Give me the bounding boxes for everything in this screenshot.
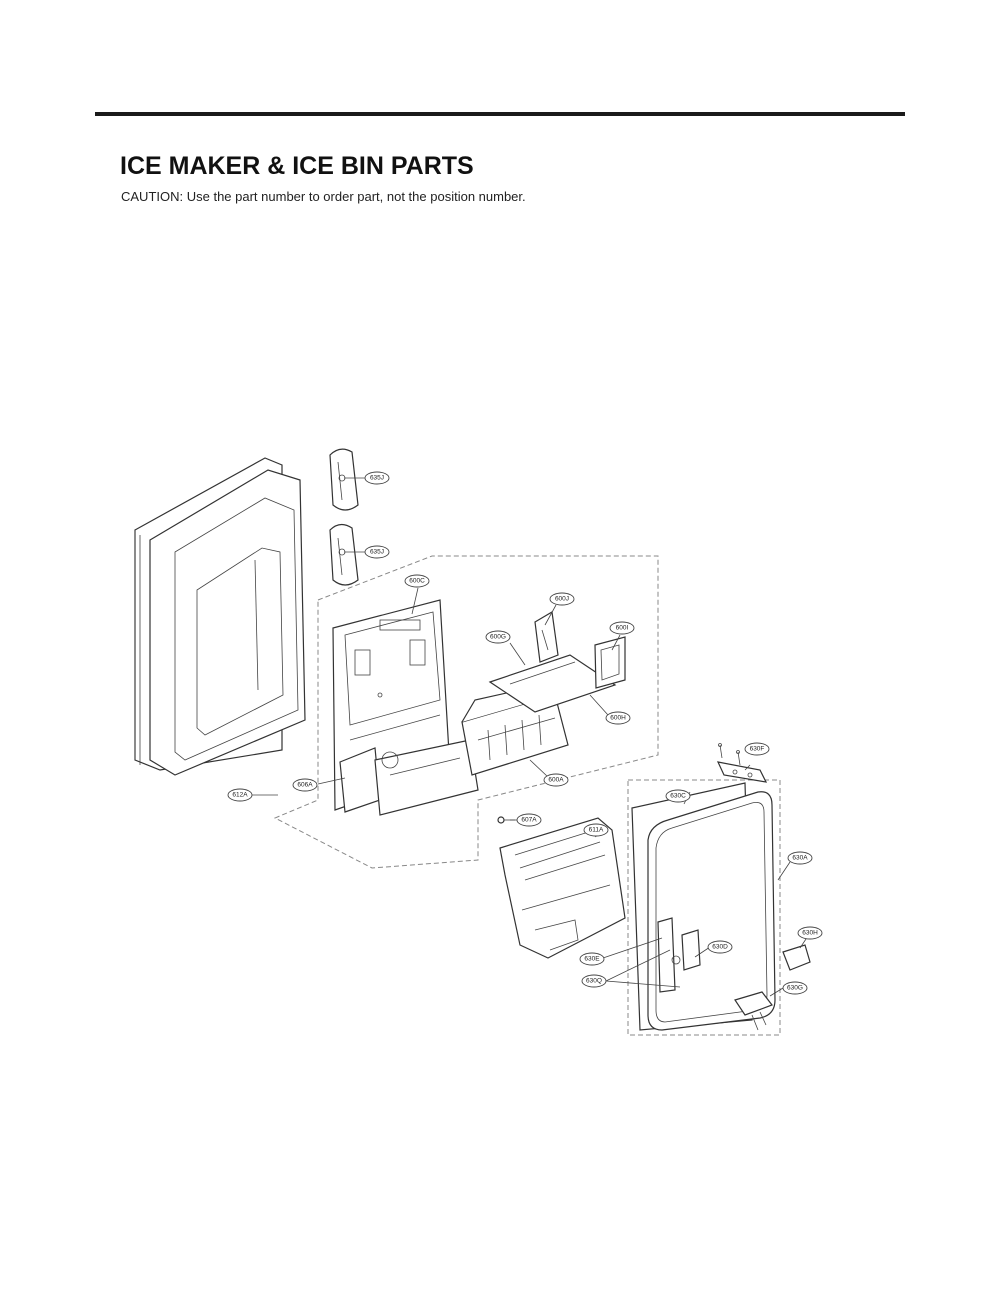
callout-600g: 600G — [485, 630, 511, 644]
svg-text:630H: 630H — [802, 930, 818, 937]
leader-lines — [252, 477, 809, 997]
ice-maker-cover-plate — [488, 654, 617, 713]
callout-607a: 607A — [516, 813, 542, 827]
svg-text:630A: 630A — [792, 855, 808, 862]
hinge-cover-top — [329, 448, 359, 511]
callout-600j: 600J — [549, 592, 575, 606]
svg-text:635J: 635J — [370, 549, 384, 556]
caution-note: CAUTION: Use the part number to order pa… — [121, 189, 526, 204]
ice-bin-door-outline — [627, 779, 781, 1036]
callout-612a: 612A — [227, 788, 253, 802]
callout-635j-bottom: 635J — [364, 545, 390, 559]
svg-text:630F: 630F — [750, 746, 765, 753]
page-title: ICE MAKER & ICE BIN PARTS — [120, 152, 474, 180]
svg-text:606A: 606A — [297, 782, 313, 789]
callout-600c: 600C — [404, 574, 430, 588]
callout-600h: 600H — [605, 711, 631, 725]
callout-611a: 611A — [583, 823, 609, 837]
callout-635j-top: 635J — [364, 471, 390, 485]
svg-text:600H: 600H — [610, 715, 626, 722]
ice-maker-side-cover — [594, 636, 626, 689]
door-liner — [134, 457, 306, 776]
svg-text:635J: 635J — [370, 475, 384, 482]
lower-hinge-bracket — [734, 991, 773, 1031]
header-rule — [95, 112, 905, 116]
callout-630h: 630H — [797, 926, 823, 940]
callout-630d: 630D — [707, 940, 733, 954]
svg-text:630Q: 630Q — [586, 978, 602, 985]
hinge-cover-bottom — [329, 523, 359, 586]
svg-text:607A: 607A — [521, 817, 537, 824]
svg-text:611A: 611A — [589, 827, 604, 834]
svg-text:600I: 600I — [616, 625, 629, 632]
callout-600i: 600I — [609, 621, 635, 635]
callout-630a: 630A — [787, 851, 813, 865]
svg-text:630G: 630G — [787, 985, 803, 992]
upper-hinge-bracket — [716, 743, 768, 783]
callout-630f: 630F — [744, 742, 770, 756]
hinge-cap — [782, 944, 811, 971]
svg-text:612A: 612A — [232, 792, 248, 799]
svg-text:630D: 630D — [712, 944, 728, 951]
svg-text:600A: 600A — [548, 777, 564, 784]
callout-600a: 600A — [543, 773, 569, 787]
door-lever — [657, 917, 701, 993]
svg-text:600C: 600C — [409, 578, 425, 585]
callout-630c: 630C — [665, 789, 691, 803]
callout-630e: 630E — [579, 952, 605, 966]
ice-maker-bracket — [534, 611, 559, 663]
svg-text:600G: 600G — [490, 634, 506, 641]
ice-bin-door — [631, 782, 776, 1031]
svg-text:630C: 630C — [670, 793, 686, 800]
callout-630q: 630Q — [581, 974, 607, 988]
svg-text:600J: 600J — [555, 596, 569, 603]
ice-bin — [499, 817, 626, 959]
ice-maker-assembly-outline — [273, 555, 659, 869]
auger-motor — [339, 739, 479, 816]
callout-630g: 630G — [782, 981, 808, 995]
svg-text:630E: 630E — [584, 956, 600, 963]
callout-606a: 606A — [292, 778, 318, 792]
